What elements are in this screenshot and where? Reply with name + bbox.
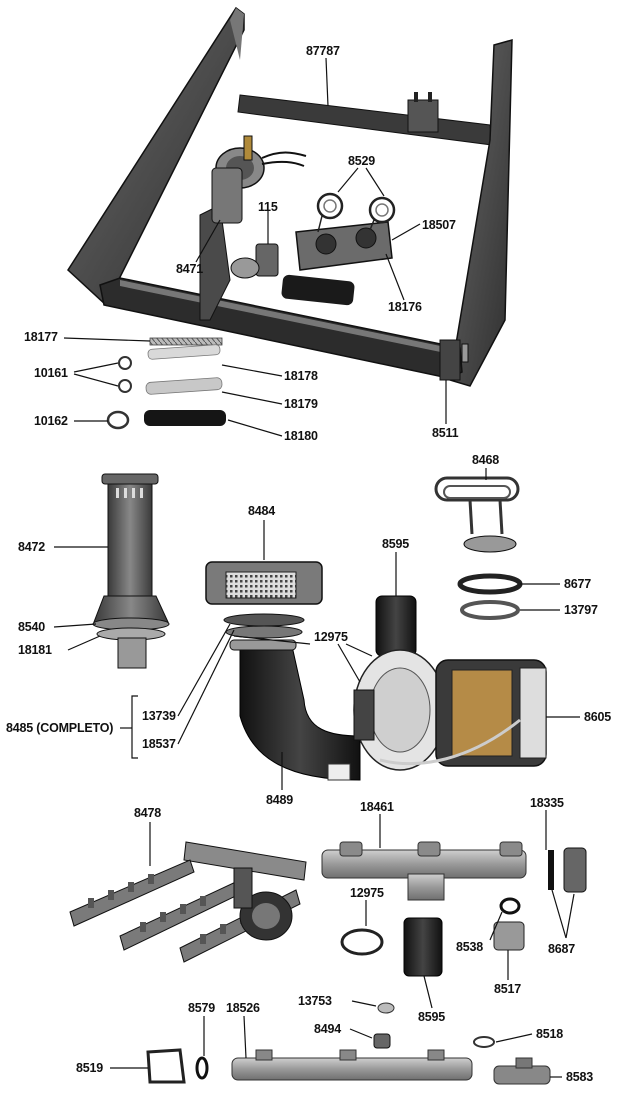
- part-label-8595-top: 8595: [382, 537, 410, 551]
- pump-assembly: [205, 561, 547, 781]
- part-label-8489: 8489: [266, 793, 294, 807]
- part-label-8677: 8677: [564, 577, 592, 591]
- leader-lines-middle: [53, 468, 580, 790]
- leader-lines-top: [63, 57, 447, 437]
- frame-assembly: [67, 6, 513, 387]
- part-label-18177: 18177: [24, 330, 58, 344]
- part-label-8540: 8540: [18, 620, 46, 634]
- part-label-8605: 8605: [584, 710, 612, 724]
- manifold-18461: [321, 841, 527, 901]
- part-label-8478: 8478: [134, 806, 162, 820]
- part-label-10162: 10162: [34, 414, 68, 428]
- part-label-13739: 13739: [142, 709, 176, 723]
- wash-arm-assembly-8478: [69, 841, 307, 963]
- part-label-8485-completo: 8485 (COMPLETO): [6, 721, 114, 735]
- part-label-8511: 8511: [432, 426, 459, 440]
- part-label-8472: 8472: [18, 540, 46, 554]
- small-parts: [146, 897, 551, 1085]
- leader-lines-bottom: [110, 810, 575, 1078]
- part-label-18526: 18526: [226, 1001, 260, 1015]
- part-label-13753: 13753: [298, 994, 332, 1008]
- part-label-18181: 18181: [18, 643, 52, 657]
- part-label-13797: 13797: [564, 603, 598, 617]
- part-label-8583: 8583: [566, 1070, 594, 1084]
- part-label-8494: 8494: [314, 1022, 342, 1036]
- hose-kit: [106, 337, 226, 430]
- part-label-18537: 18537: [142, 737, 176, 751]
- part-label-8484: 8484: [248, 504, 276, 518]
- heater-8468: [434, 476, 523, 620]
- part-label-18176: 18176: [388, 300, 422, 314]
- part-label-8579: 8579: [188, 1001, 216, 1015]
- part-label-12975-bottom: 12975: [350, 886, 384, 900]
- part-label-8529: 8529: [348, 154, 376, 168]
- part-label-8471: 8471: [176, 262, 204, 276]
- part-label-8517: 8517: [494, 982, 522, 996]
- part-label-8519: 8519: [76, 1061, 104, 1075]
- nut-8687: [548, 847, 587, 893]
- part-label-18178: 18178: [284, 369, 318, 383]
- part-label-8538: 8538: [456, 940, 484, 954]
- pressure-switch-115: [230, 243, 355, 306]
- part-label-18461: 18461: [360, 800, 394, 814]
- thermostat-block-18507: [295, 192, 396, 271]
- part-label-18507: 18507: [422, 218, 456, 232]
- filter-8472: [92, 473, 170, 669]
- part-label-8687: 8687: [548, 942, 576, 956]
- part-label-12975-middle: 12975: [314, 630, 348, 644]
- part-label-8518: 8518: [536, 1027, 564, 1041]
- part-label-87787: 87787: [306, 44, 340, 58]
- float-switch-8471: [211, 135, 307, 224]
- part-label-18179: 18179: [284, 397, 318, 411]
- part-label-10161: 10161: [34, 366, 68, 380]
- part-label-18180: 18180: [284, 429, 318, 443]
- part-label-18335: 18335: [530, 796, 564, 810]
- part-label-8595-bottom: 8595: [418, 1010, 446, 1024]
- part-label-115: 115: [258, 200, 278, 214]
- part-label-8468: 8468: [472, 453, 500, 467]
